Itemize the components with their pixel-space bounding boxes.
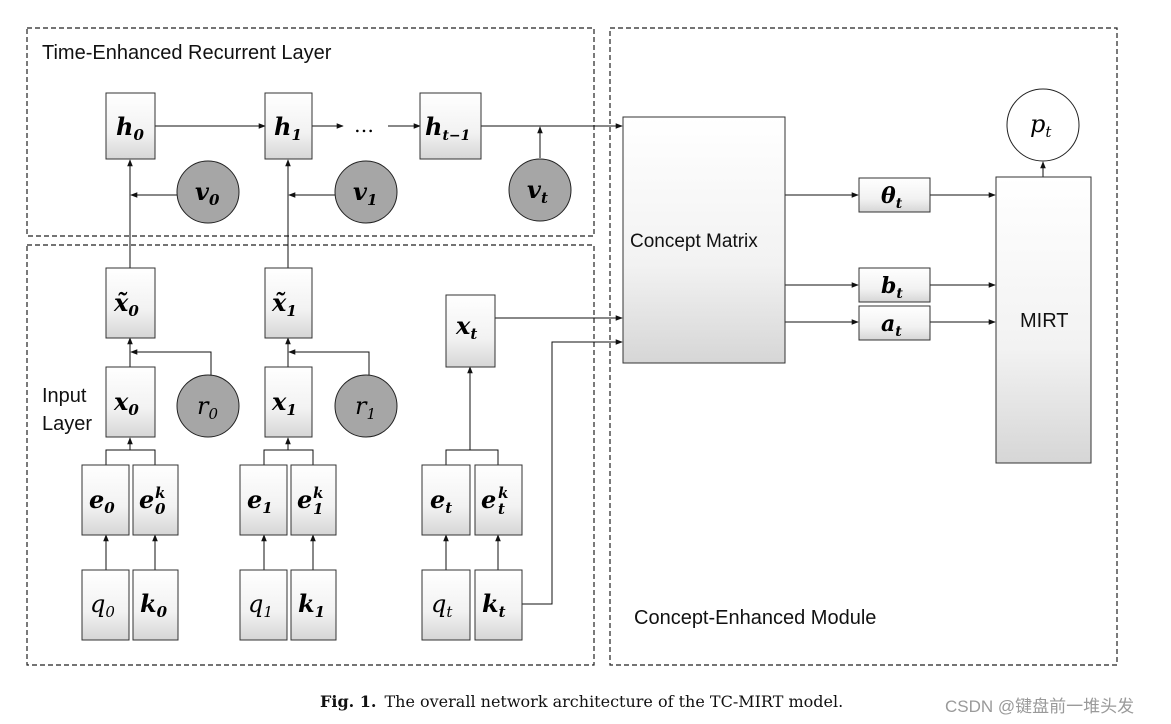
param-b: bt xyxy=(858,267,931,303)
svg-text:xt: xt xyxy=(455,311,477,343)
svg-text:e0: e0 xyxy=(89,485,115,517)
svg-text:pt: pt xyxy=(1030,110,1052,141)
svg-text:MIRT: MIRT xyxy=(1020,310,1069,332)
embedding-e1: e1 xyxy=(239,464,288,536)
hidden-state-ht-1: ht−1 xyxy=(419,92,482,160)
svg-text:e: e xyxy=(139,485,154,514)
figure-caption: Fig. 1. The overall network architecture… xyxy=(320,692,843,711)
svg-text:k: k xyxy=(155,484,165,502)
svg-text:v0: v0 xyxy=(195,177,220,209)
concept-module-title: Concept-Enhanced Module xyxy=(634,607,876,629)
svg-text:qt: qt xyxy=(431,590,453,621)
svg-text:r1: r1 xyxy=(355,392,376,423)
embedding-e0: e0 xyxy=(81,464,130,536)
svg-text:et: et xyxy=(430,485,452,517)
recurrent-layer-frame xyxy=(26,27,595,237)
svg-text:k0: k0 xyxy=(140,589,168,621)
svg-text:h1: h1 xyxy=(274,112,302,144)
svg-text:kt: kt xyxy=(482,589,506,621)
embedding-e0k: e k 0 xyxy=(132,464,179,536)
svg-text:x1: x1 xyxy=(271,387,297,419)
response-node-r1: r1 xyxy=(334,374,398,438)
svg-text:e: e xyxy=(481,485,496,514)
svg-text:vt: vt xyxy=(527,175,548,207)
concept-module-frame xyxy=(609,27,1118,666)
svg-text:k: k xyxy=(498,484,508,502)
x1-node: x1 xyxy=(264,366,313,438)
input-q1: q1 xyxy=(239,569,288,641)
input-kt: kt xyxy=(474,569,523,641)
concept-matrix-block: Concept Matrix xyxy=(622,116,786,364)
param-a: at xyxy=(858,305,931,341)
time-node-vt: vt xyxy=(508,158,572,222)
svg-text:v1: v1 xyxy=(353,177,377,209)
mirt-block: MIRT xyxy=(995,176,1092,464)
svg-text:e1: e1 xyxy=(247,485,273,517)
embedding-et: et xyxy=(421,464,471,536)
input-layer-title-line2: Layer xyxy=(42,413,92,435)
xt-node: xt xyxy=(445,294,496,368)
input-q0: q0 xyxy=(81,569,130,641)
svg-text:e: e xyxy=(297,485,312,514)
svg-text:at: at xyxy=(881,311,902,340)
input-layer-frame xyxy=(26,244,595,666)
embedding-e1k: e k 1 xyxy=(290,464,337,536)
input-qt: qt xyxy=(421,569,471,641)
svg-text:ht−1: ht−1 xyxy=(425,112,470,144)
connections xyxy=(103,123,1046,605)
input-k1: k1 xyxy=(290,569,337,641)
svg-text:1: 1 xyxy=(313,500,323,518)
input-k0: k0 xyxy=(132,569,179,641)
svg-text:q0: q0 xyxy=(90,590,115,621)
svg-text:t: t xyxy=(498,500,505,518)
time-node-v1: v1 xyxy=(334,160,398,224)
watermark: CSDN @键盘前一堆头发 xyxy=(945,697,1134,716)
svg-text:k: k xyxy=(313,484,323,502)
x0-node: x0 xyxy=(105,366,156,438)
recurrent-layer-title: Time-Enhanced Recurrent Layer xyxy=(42,42,332,64)
response-node-r0: r0 xyxy=(176,374,240,438)
svg-text:k1: k1 xyxy=(298,589,325,621)
hidden-state-h1: h1 xyxy=(264,92,313,160)
time-node-v0: v0 xyxy=(176,160,240,224)
svg-text:x̃0: x̃0 xyxy=(113,288,139,320)
svg-text:h0: h0 xyxy=(116,112,144,144)
svg-text:0: 0 xyxy=(155,500,166,518)
input-layer-title-line1: Input xyxy=(42,385,87,407)
svg-text:bt: bt xyxy=(881,273,903,302)
output-pt: pt xyxy=(1006,88,1080,162)
param-theta: θt xyxy=(858,177,931,213)
hidden-state-h0: h0 xyxy=(105,92,156,160)
svg-text:r0: r0 xyxy=(197,392,218,423)
tilde-x0: x̃0 xyxy=(105,267,156,339)
svg-text:Concept Matrix: Concept Matrix xyxy=(630,231,758,252)
svg-text:q1: q1 xyxy=(248,590,273,621)
svg-text:x̃1: x̃1 xyxy=(271,288,297,320)
svg-text:x0: x0 xyxy=(113,387,139,419)
tilde-x1: x̃1 xyxy=(264,267,313,339)
svg-text:θt: θt xyxy=(881,183,903,212)
ellipsis: … xyxy=(354,113,374,137)
embedding-etk: e k t xyxy=(474,464,523,536)
